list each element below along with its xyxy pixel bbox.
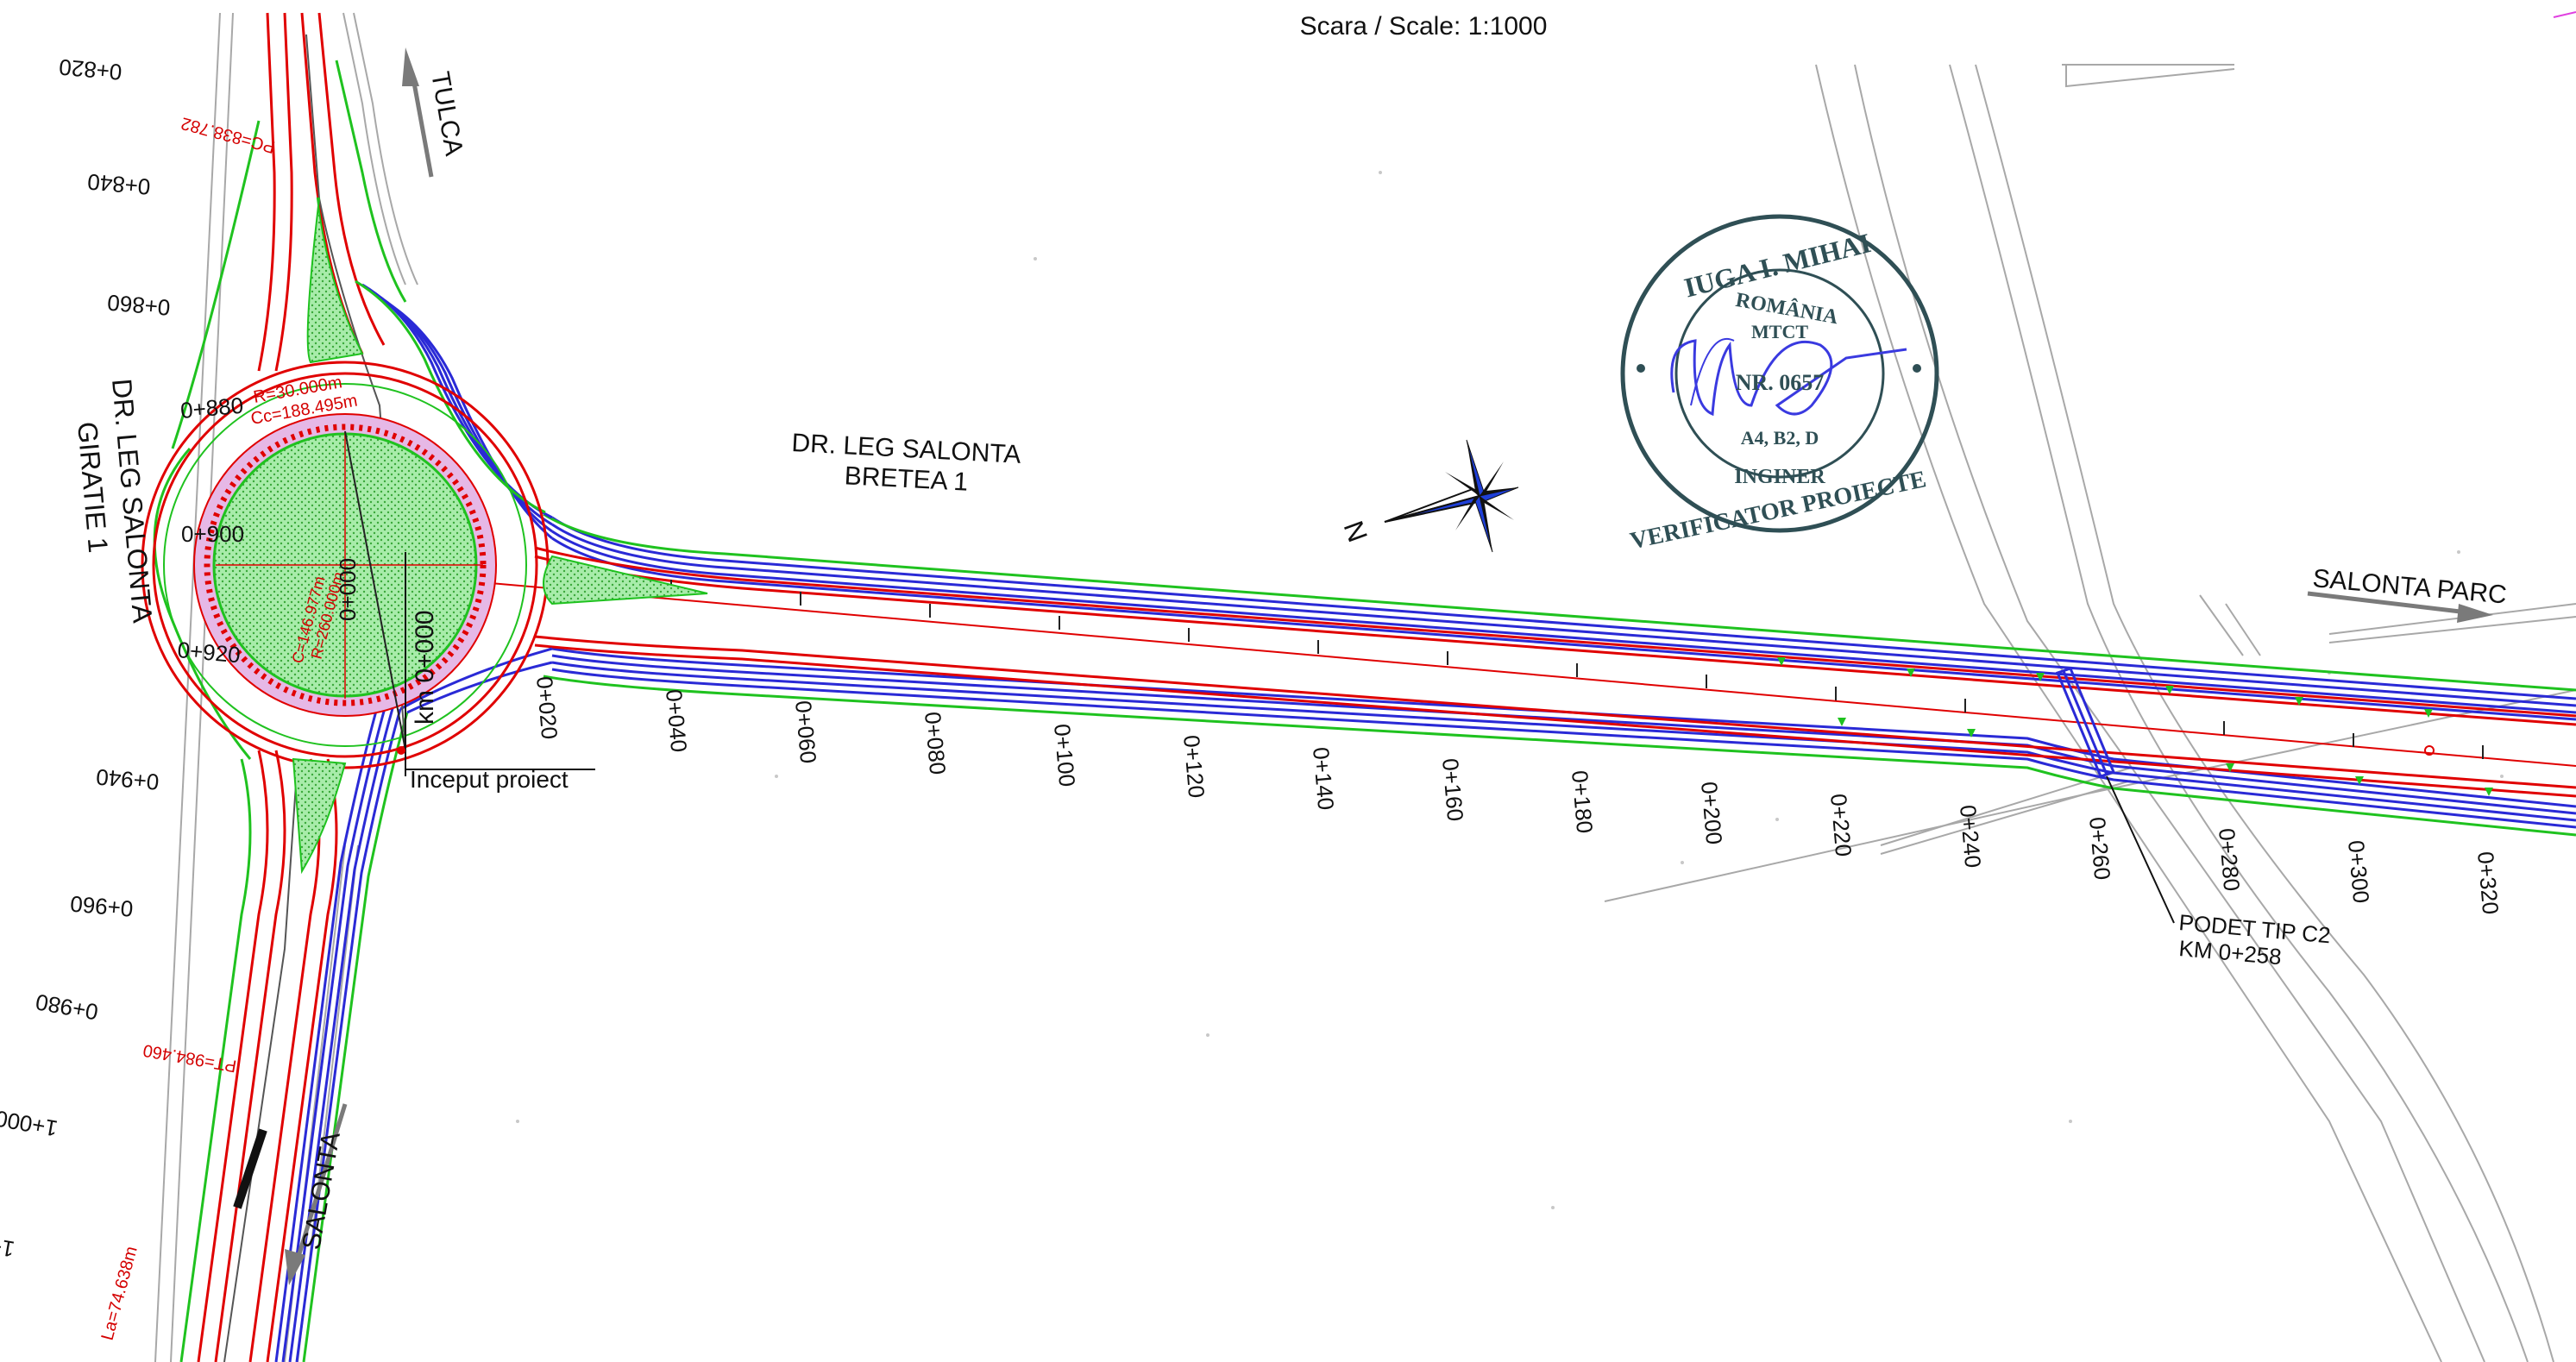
station-main: 0+080 xyxy=(920,711,951,775)
main-stations: 0+000 0+020 0+040 0+060 0+080 0+100 0+12… xyxy=(335,558,2504,915)
station-main: 0+120 xyxy=(1178,734,1209,799)
station-left: 0+960 xyxy=(69,891,134,922)
station-main: 0+240 xyxy=(1955,804,1986,869)
existing-terrain-lines xyxy=(154,12,2576,1362)
station-left: 0+920 xyxy=(176,637,241,668)
station-main: 0+100 xyxy=(1049,723,1080,788)
station-left: 0+820 xyxy=(58,54,123,85)
station-main: 0+000 xyxy=(335,558,361,621)
bretea-title-line2: BRETEA 1 xyxy=(844,461,969,496)
station-main: 0+300 xyxy=(2343,839,2374,904)
edge-marker-triangles xyxy=(1777,657,2493,796)
frame-corner-mark xyxy=(2553,11,2576,18)
station-left: 0+840 xyxy=(86,169,151,200)
left-stations: 0+820 0+840 0+860 0+880 0+900 0+920 0+94… xyxy=(0,54,244,1263)
station-main: 0+200 xyxy=(1696,781,1727,845)
station-main: 0+280 xyxy=(2214,827,2245,892)
station-main: 0+260 xyxy=(2084,816,2115,881)
project-start-label: Inceput proiect xyxy=(410,766,569,793)
station-left: 1+020 xyxy=(0,1226,16,1262)
station-left: 0+900 xyxy=(181,521,244,547)
direction-salonta-parc: SALONTA PARC xyxy=(2311,564,2508,610)
station-main: 0+160 xyxy=(1437,757,1468,822)
main-road-verges xyxy=(543,512,2576,837)
station-main: 0+060 xyxy=(790,700,821,764)
stamp-number: NR. 0657 xyxy=(1736,370,1825,395)
culvert-leader-line xyxy=(2106,775,2175,924)
station-main: 0+040 xyxy=(661,688,692,753)
salonta-parc-arrow xyxy=(2307,591,2493,623)
terrain-spot-marks xyxy=(516,171,2504,1209)
culvert-structure xyxy=(2055,667,2116,778)
station-main: 0+020 xyxy=(531,675,562,740)
salonta-arrow xyxy=(285,1103,348,1285)
station-left: 1+00000 xyxy=(0,1101,60,1141)
station-left: 0+880 xyxy=(179,392,244,424)
giratie-title-line1: DR. LEG SALONTA xyxy=(106,377,159,625)
station-main: 0+320 xyxy=(2472,850,2504,915)
axis-point-marker xyxy=(2424,745,2435,756)
structure-bar xyxy=(233,1128,267,1209)
km-start-label: km 0+000 xyxy=(411,610,439,725)
project-start-marker xyxy=(397,552,595,776)
station-left: 0+940 xyxy=(95,764,160,795)
roundabout xyxy=(141,361,550,769)
stamp-classes: A4, B2, D xyxy=(1741,427,1819,449)
bretea-title-line1: DR. LEG SALONTA xyxy=(791,429,1022,469)
station-main: 0+220 xyxy=(1825,793,1857,857)
stamp-role: INGINER xyxy=(1734,466,1825,488)
station-main: 0+180 xyxy=(1567,769,1598,834)
direction-tulca: TULCA xyxy=(425,69,468,158)
north-compass-icon xyxy=(1384,439,1519,553)
stamp-ministry: MTCT xyxy=(1751,321,1808,342)
giratie-title-line2: GIRATIE 1 xyxy=(72,420,114,554)
station-left: 0+980 xyxy=(34,989,100,1025)
la-label: La=74.638m xyxy=(98,1245,141,1343)
north-label: N xyxy=(1338,517,1374,546)
scale-label: Scara / Scale: 1:1000 xyxy=(1300,12,1548,41)
tulca-arrow xyxy=(402,47,434,178)
station-main: 0+140 xyxy=(1308,746,1339,811)
south-arm xyxy=(153,120,553,1362)
engineer-stamp xyxy=(1620,214,1939,533)
splitter-islands xyxy=(292,198,708,875)
station-left: 0+860 xyxy=(106,290,171,321)
